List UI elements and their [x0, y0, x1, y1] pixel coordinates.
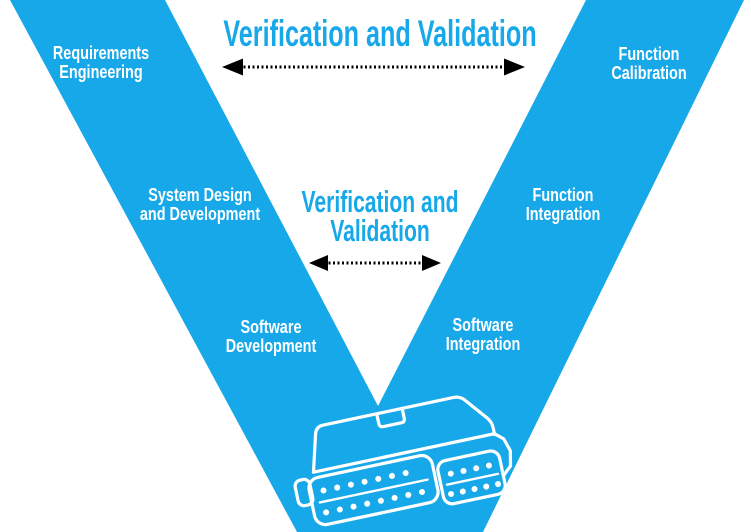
title-middle-line1: Verification and [301, 184, 459, 219]
stage-label-line: Integration [445, 333, 521, 354]
arrowhead-right-icon [422, 255, 441, 271]
stage-label-line: Engineering [59, 61, 143, 82]
verification-validation-title-middle: Verification and Validation [271, 184, 489, 248]
stage-system-design-and-development: System Design and Development [140, 185, 260, 223]
stage-label-line: Integration [525, 203, 601, 224]
stage-label-line: Function [532, 184, 594, 205]
title-middle-line2: Validation [330, 213, 430, 248]
verification-validation-title-top: Verification and Validation [223, 13, 537, 54]
stage-label-line: Function [618, 43, 680, 64]
stage-label-line: Calibration [611, 62, 687, 83]
stage-software-development: Software Development [226, 317, 317, 355]
arrowhead-right-icon [504, 58, 525, 76]
v-polygon [10, 0, 744, 532]
stage-function-calibration: Function Calibration [611, 44, 686, 82]
stage-label-line: Software [452, 314, 514, 335]
stage-label-line: Requirements [52, 42, 150, 63]
arrowhead-left-icon [222, 58, 243, 76]
stage-label-line: Software [240, 316, 302, 337]
stage-software-integration: Software Integration [446, 315, 521, 353]
stage-function-integration: Function Integration [526, 185, 601, 223]
double-arrow-top-icon [222, 58, 525, 76]
ecu-connector-icon [293, 395, 513, 527]
stage-label-line: Development [225, 335, 317, 356]
double-arrow-middle-icon [309, 255, 441, 271]
stage-label-line: System Design [148, 184, 252, 205]
stage-requirements-engineering: Requirements Engineering [53, 43, 149, 81]
arrowhead-left-icon [309, 255, 328, 271]
stage-label-line: and Development [139, 203, 261, 224]
